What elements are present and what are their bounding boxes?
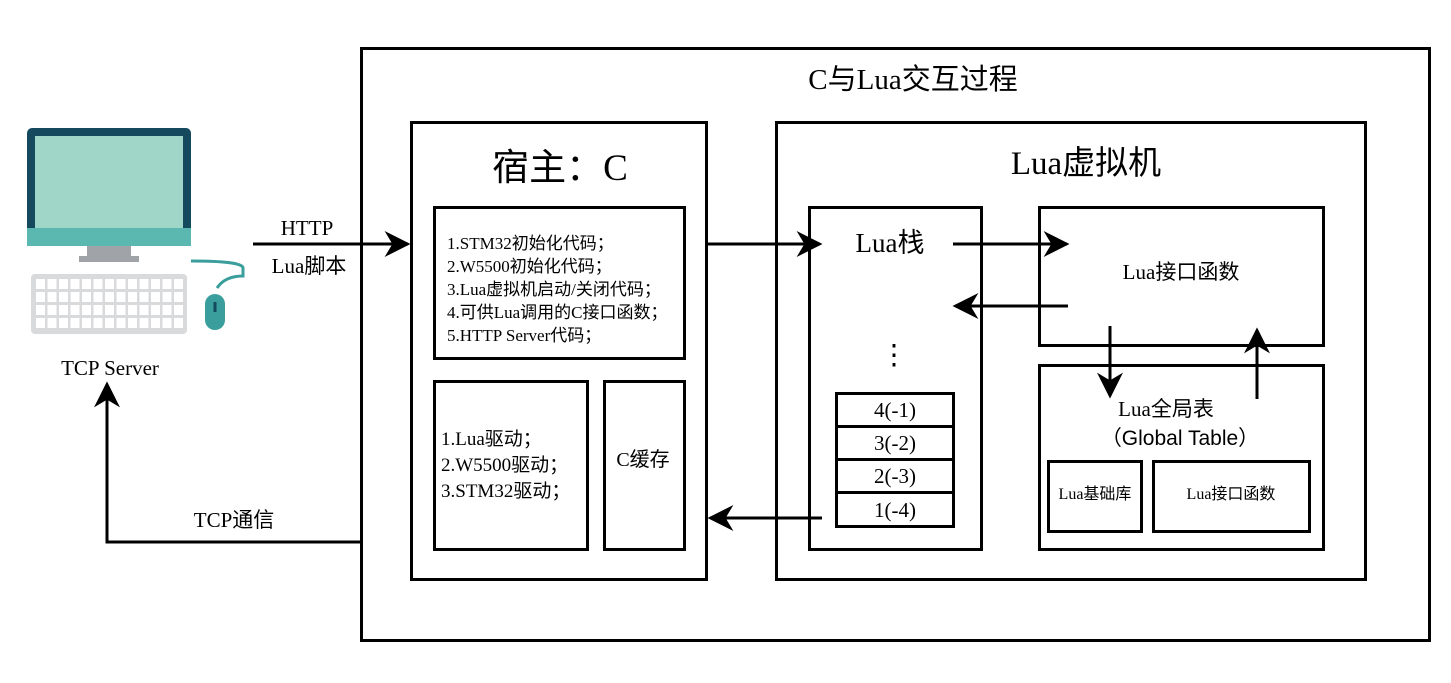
keyboard-key [139, 305, 149, 315]
keyboard-key [174, 318, 183, 328]
lua-interface-box [1038, 206, 1325, 347]
monitor-screen [35, 136, 183, 228]
host-code-box [433, 206, 686, 360]
keyboard-key [36, 318, 45, 328]
lua-script-label: Lua脚本 [271, 254, 347, 278]
keyboard-key [93, 318, 103, 328]
keyboard-key [59, 279, 68, 289]
host-driver-item: 2.W5500驱动； [441, 455, 569, 476]
host-code-item: 1.STM32初始化代码； [447, 234, 614, 253]
keyboard-key [116, 292, 126, 302]
mouse-cable [190, 259, 245, 289]
keyboard-key [128, 305, 137, 315]
host-driver-box [433, 380, 589, 551]
computer-label: TCP Server [61, 356, 159, 380]
lua-base-lib-box [1047, 460, 1143, 533]
keyboard-key [116, 318, 126, 328]
keyboard-key [36, 292, 45, 302]
keyboard-key [116, 305, 126, 315]
keyboard-key [162, 292, 172, 302]
keyboard-key [162, 305, 172, 315]
keyboard-key [174, 279, 183, 289]
host-code-item: 2.W5500初始化代码； [447, 257, 612, 276]
keyboard-key [128, 279, 137, 289]
http-label: HTTP [280, 216, 334, 240]
keyboard-key [93, 292, 103, 302]
tcp-label: TCP通信 [193, 508, 275, 532]
stack-cell: 3(-2) [838, 428, 952, 461]
keyboard-key [151, 279, 160, 289]
keyboard-key [70, 292, 80, 302]
keyboard-key [151, 318, 160, 328]
keyboard-key [36, 279, 45, 289]
host-code-item: 3.Lua虚拟机启动/关闭代码； [447, 280, 661, 299]
keyboard-key [93, 305, 103, 315]
keyboard-key [36, 305, 45, 315]
keyboard-key [105, 318, 114, 328]
host-code-list: 1.STM32初始化代码； 2.W5500初始化代码； 3.Lua虚拟机启动/关… [447, 232, 668, 347]
keyboard-key [59, 292, 68, 302]
keyboard-key [47, 305, 57, 315]
keyboard-key [151, 292, 160, 302]
keyboard-key [82, 292, 91, 302]
keyboard-key [139, 318, 149, 328]
keyboard-key [82, 279, 91, 289]
keyboard-key [70, 279, 80, 289]
keyboard-key [151, 305, 160, 315]
host-driver-item: 3.STM32驱动； [441, 481, 571, 502]
lua-stack-ellipsis: ⋮ [880, 340, 908, 371]
keyboard-key [162, 318, 172, 328]
host-cache-label: C缓存 [616, 449, 670, 471]
lua-interface-label: Lua接口函数 [1122, 260, 1240, 284]
keyboard-key [93, 279, 103, 289]
lua-stack-title: Lua栈 [855, 228, 925, 258]
keyboard-key [47, 318, 57, 328]
stack-cell: 4(-1) [838, 395, 952, 428]
outer-title: C与Lua交互过程 [808, 64, 1018, 96]
host-code-item: 5.HTTP Server代码； [447, 326, 602, 345]
keyboard-key [139, 279, 149, 289]
keyboard-key [47, 292, 57, 302]
stack-cell: 1(-4) [874, 498, 916, 522]
keyboard-key [174, 305, 183, 315]
tcp-arrow [94, 381, 362, 544]
keyboard-key [128, 292, 137, 302]
keyboard-key [128, 318, 137, 328]
monitor-stand [87, 246, 131, 258]
keyboard-key [139, 292, 149, 302]
keyboard-key [174, 292, 183, 302]
keyboard-key [162, 279, 172, 289]
computer-icon [27, 128, 245, 334]
monitor-base [79, 256, 139, 262]
stack-cell: 2(-3) [838, 461, 952, 494]
lua-base-lib-label: Lua基础库 [1058, 486, 1132, 503]
lua-vm-title: Lua虚拟机 [1010, 146, 1162, 182]
keyboard-key [47, 279, 57, 289]
monitor-chin [27, 228, 191, 246]
keyboard-key [116, 279, 126, 289]
host-code-item: 4.可供Lua调用的C接口函数； [447, 303, 668, 322]
lua-stack-cells: 4(-1) 3(-2) 2(-3) 1(-4) [835, 392, 955, 528]
keyboard-key [82, 305, 91, 315]
host-cache-box [603, 380, 686, 551]
host-driver-list: 1.Lua驱动； 2.W5500驱动； 3.STM32驱动； [441, 427, 570, 505]
keyboard-key [82, 318, 91, 328]
keyboard-key [59, 305, 68, 315]
host-title: 宿主：C [492, 148, 628, 189]
keyboard-key [70, 318, 80, 328]
keyboard-key [70, 305, 80, 315]
lua-global-interface-label: Lua接口函数 [1186, 486, 1276, 503]
lua-global-table-title: Lua全局表 [1118, 397, 1214, 421]
host-driver-item: 1.Lua驱动； [441, 429, 542, 450]
keyboard-key [105, 305, 114, 315]
keyboard-key [105, 292, 114, 302]
keyboard-key [59, 318, 68, 328]
keyboard-key [105, 279, 114, 289]
lua-global-interface-box [1152, 460, 1311, 533]
lua-global-table-subtitle: （Global Table） [1100, 427, 1260, 450]
